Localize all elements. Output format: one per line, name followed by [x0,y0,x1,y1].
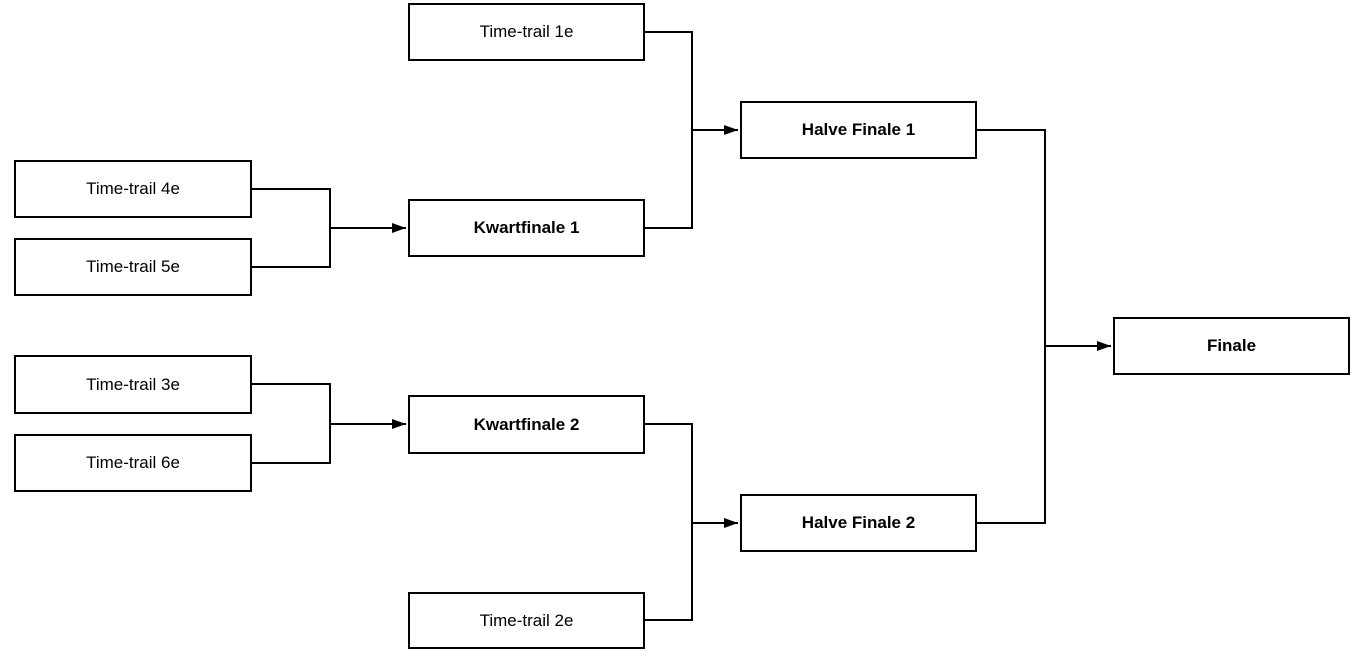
node-label: Time-trail 6e [86,453,180,472]
node-halve-finale-2: Halve Finale 2 [740,494,977,552]
node-label: Halve Finale 1 [801,120,916,139]
edge-tt3e-tt6e-junction [252,383,331,464]
node-label: Finale [1206,336,1257,355]
node-time-trail-1e: Time-trail 1e [408,3,645,61]
node-time-trail-2e: Time-trail 2e [408,592,645,649]
node-label: Time-trail 2e [479,610,574,630]
node-kwartfinale-1: Kwartfinale 1 [408,199,645,257]
node-kwartfinale-2: Kwartfinale 2 [408,395,645,454]
node-label: Time-trail 4e [86,179,180,198]
node-label: Kwartfinale 2 [473,414,580,434]
edge-hf1-hf2-junction [977,129,1046,524]
node-halve-finale-1: Halve Finale 1 [740,101,977,159]
node-time-trail-4e: Time-trail 4e [14,160,252,218]
node-time-trail-3e: Time-trail 3e [14,355,252,414]
node-label: Time-trail 3e [86,374,180,394]
node-label: Halve Finale 2 [801,513,916,532]
node-time-trail-6e: Time-trail 6e [14,434,252,492]
node-time-trail-5e: Time-trail 5e [14,238,252,296]
node-label: Time-trail 1e [479,22,574,41]
node-label: Kwartfinale 1 [473,218,580,237]
edge-kf2-tt2e-junction [645,423,693,621]
edge-tt1e-kf1-junction [645,31,693,229]
node-label: Time-trail 5e [86,257,180,276]
node-finale: Finale [1113,317,1350,375]
edge-tt4e-tt5e-junction [252,188,331,268]
